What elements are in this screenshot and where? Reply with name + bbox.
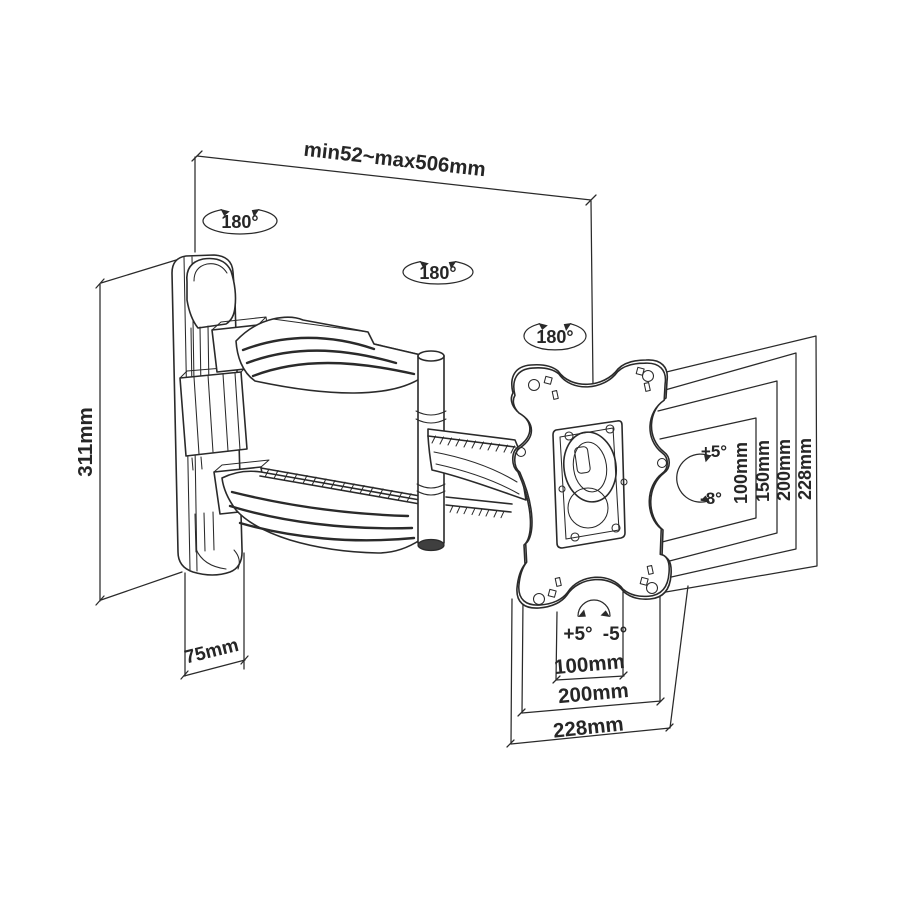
swivel-arrow-mid: [402, 258, 474, 285]
label-tilt-down: -8°: [700, 489, 722, 508]
label-wall-plate-height: 311mm: [74, 407, 97, 477]
label-extension-range: min52~max506mm: [303, 138, 487, 182]
label-swivel-mid: 180°: [419, 263, 456, 283]
upper-arm: [211, 316, 422, 394]
swivel-arrow-wall: [202, 206, 278, 235]
upper-arm-wing: [235, 316, 422, 394]
dim-wall-plate-height: [95, 256, 187, 606]
label-tilt-up: +5°: [701, 442, 727, 461]
label-vesa-h-228: 228mm: [552, 712, 625, 742]
tilt-arrow: [676, 451, 714, 506]
vesa-inner-frame: [552, 420, 626, 549]
label-rotation-negative: -5°: [603, 624, 628, 645]
dim-vesa-vertical-fan: [657, 335, 818, 594]
rotation-arrow: [576, 599, 612, 621]
label-vesa-h-100: 100mm: [553, 650, 625, 679]
dimension-lines: [95, 150, 818, 748]
label-swivel-head: 180°: [536, 327, 573, 347]
vesa-plate-thickness: [512, 362, 670, 606]
wall-plate: [171, 254, 248, 576]
lower-arm: [213, 459, 421, 554]
dim-extension-range: [191, 150, 597, 387]
vesa-center-ring: [562, 431, 618, 503]
vesa-corner-holes: [515, 366, 668, 606]
wall-plate-rail: [179, 371, 248, 457]
label-vesa-v-100: 100mm: [731, 442, 751, 504]
label-swivel-wall: 180°: [221, 212, 258, 232]
mount-hardware: [171, 254, 672, 609]
dim-wall-plate-depth: [180, 552, 249, 680]
swivel-arrow-head: [523, 320, 587, 351]
dim-vesa-horizontal-brackets: [506, 585, 689, 748]
label-vesa-v-200: 200mm: [774, 439, 794, 501]
label-rotation-positive: +5°: [563, 624, 592, 645]
label-vesa-v-228: 228mm: [795, 438, 815, 500]
label-vesa-h-200: 200mm: [557, 679, 629, 708]
vesa-plate: [510, 359, 672, 609]
vesa-lower-hole: [567, 487, 609, 529]
vesa-screw-holes: [558, 424, 628, 542]
wall-plate-hood: [186, 257, 237, 329]
label-vesa-v-150: 150mm: [753, 440, 773, 502]
